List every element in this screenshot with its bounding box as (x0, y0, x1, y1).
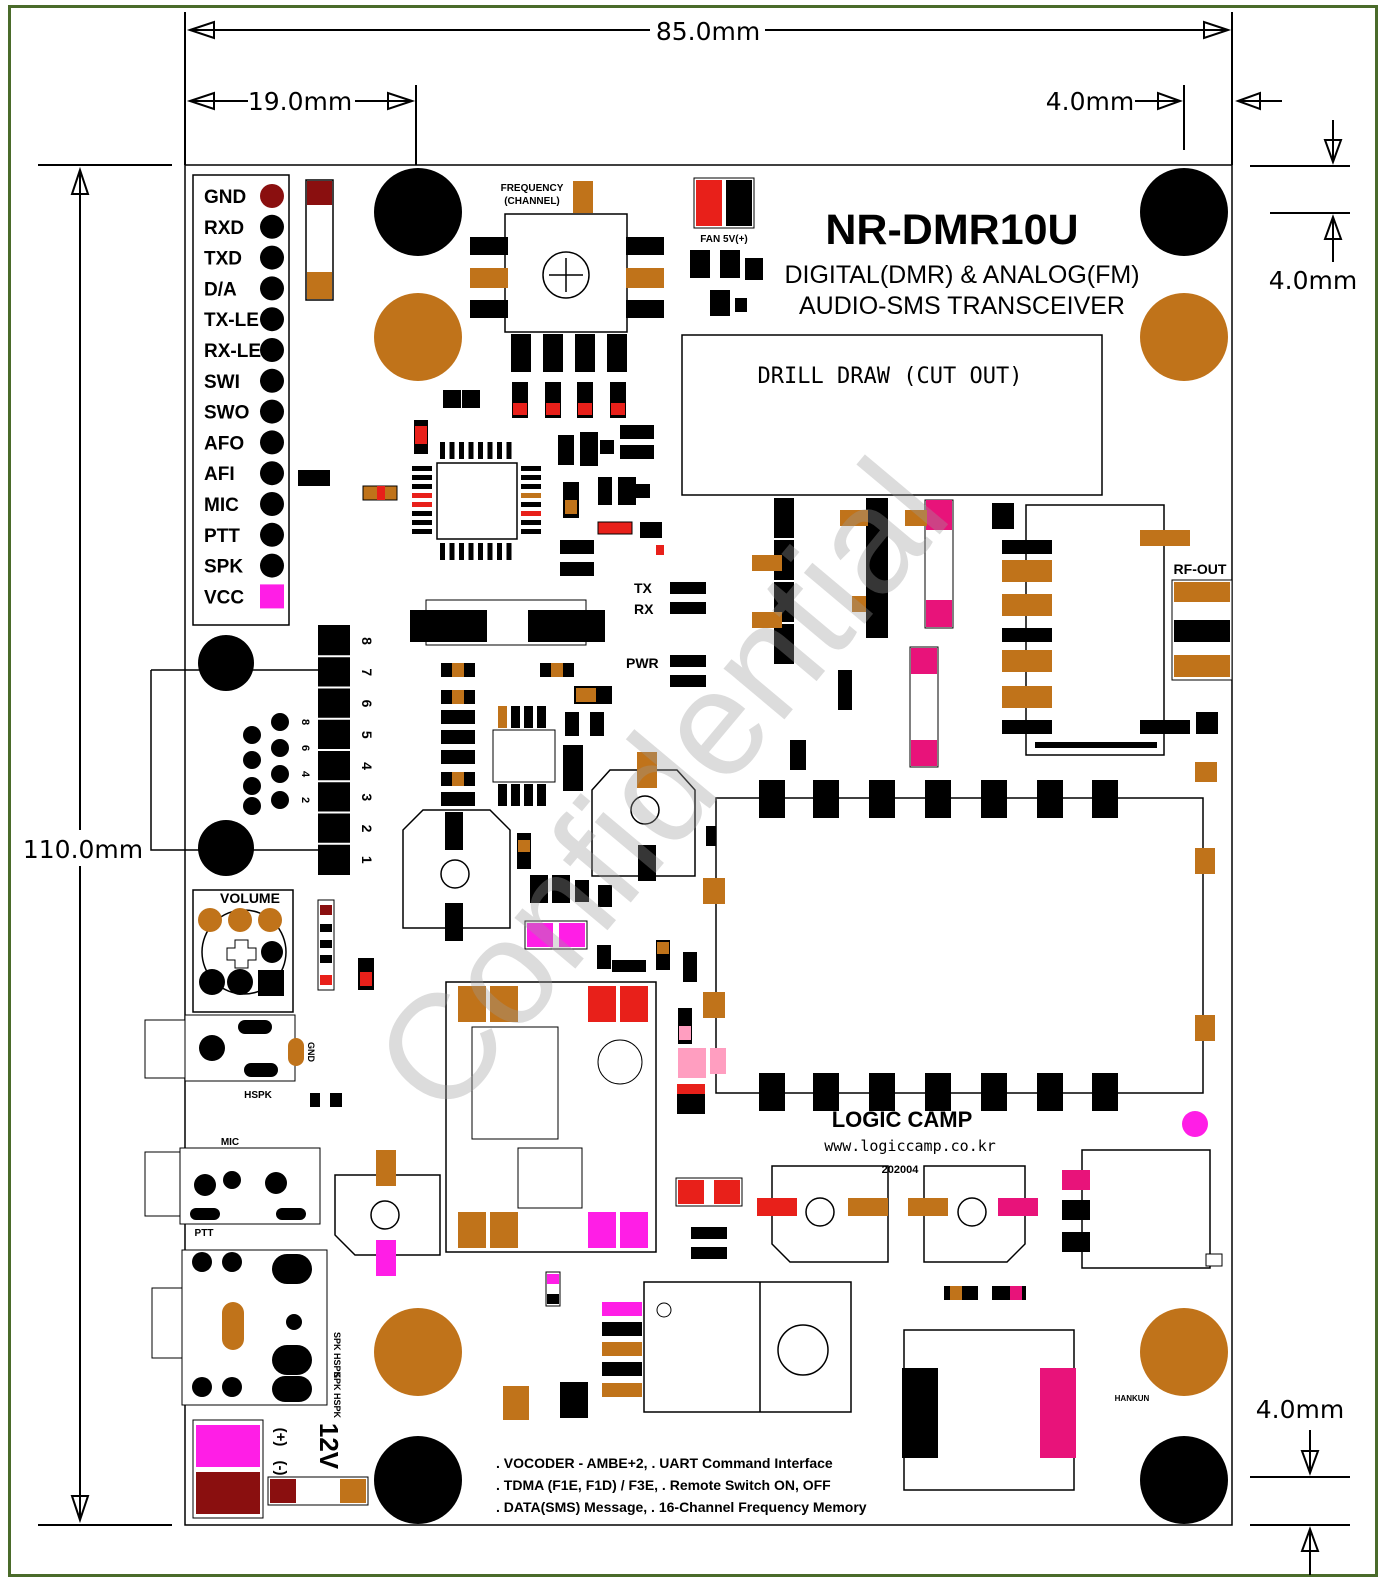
rx-label: RX (634, 601, 654, 617)
pin-pad (260, 492, 284, 516)
volume-label: VOLUME (220, 890, 280, 906)
rf-shield (715, 797, 1204, 1094)
fan-label: FAN 5V(+) (700, 234, 748, 245)
figure-frame (8, 5, 1378, 1577)
pin-dots (260, 184, 284, 609)
pin-pad (260, 184, 284, 208)
mic-label: MIC (221, 1137, 239, 1148)
pin-pad (260, 430, 284, 455)
drill-cutout-box (681, 334, 1103, 496)
ptt-label: PTT (195, 1228, 214, 1239)
connector-number: 2 (359, 825, 375, 833)
dim-top-margin-label: 4.0mm (1269, 266, 1357, 295)
dim-right-margin-label: 4.0mm (1046, 87, 1134, 116)
connector-number: 6 (359, 700, 375, 708)
mcu-chip (436, 462, 518, 540)
db9-number: 4 (299, 771, 311, 778)
pin-header-box (192, 174, 290, 626)
dim-left-offset-label: 19.0mm (248, 87, 352, 116)
power-12v-label: 12V (314, 1423, 344, 1470)
mounting-holes (374, 168, 1228, 1524)
brand-label: LOGIC CAMP (832, 1107, 973, 1132)
pin-pad (260, 584, 284, 609)
connector-number: 8 (359, 637, 375, 645)
frequency-label: FREQUENCY (501, 183, 564, 194)
pin-pad (260, 368, 284, 393)
pin-pad (260, 553, 284, 578)
gnd-small-label: GND (306, 1042, 316, 1063)
pin-label: RX-LE (204, 341, 261, 362)
date-label: 202004 (882, 1164, 920, 1176)
pin-label: TXD (204, 249, 242, 270)
pin-label: AFO (204, 433, 244, 454)
hankun-label: HANKUN (1115, 1394, 1150, 1403)
feature-line-1: . VOCODER - AMBE+2, . UART Command Inter… (496, 1455, 833, 1471)
spk-hspk-label-1: SPK HSPK (332, 1332, 342, 1379)
feature-line-2: . TDMA (F1E, F1D) / F3E, . Remote Switch… (496, 1477, 831, 1493)
relay (643, 1281, 852, 1413)
pin-pad (260, 399, 284, 424)
pin-pad (260, 307, 284, 332)
dim-width-label: 85.0mm (656, 17, 760, 46)
pin-label: GND (204, 187, 246, 208)
feature-list: . VOCODER - AMBE+2, . UART Command Inter… (496, 1455, 867, 1515)
pin-pad (260, 276, 284, 301)
pin-label: SWO (204, 403, 249, 424)
pin-pad (260, 522, 284, 547)
pin-pad (260, 461, 284, 486)
spk-hspk-label-2: SPK HSPK (332, 1372, 342, 1419)
pin-pad (260, 214, 284, 239)
channel-label: (CHANNEL) (504, 196, 560, 207)
pin-label: SWI (204, 372, 240, 393)
pin-label: VCC (204, 587, 244, 608)
pwr-label: PWR (626, 655, 659, 671)
hspk-label: HSPK (244, 1090, 273, 1101)
pin-label: PTT (204, 526, 240, 547)
board-title: NR-DMR10U (825, 206, 1078, 254)
connector-number: 3 (359, 793, 375, 801)
pin-label: SPK (204, 557, 243, 578)
pin-pad (260, 245, 284, 270)
pin-labels: GND RXD TXD D/A TX-LE RX-LE SWI SWO AFO AFI MIC PTT… (204, 187, 261, 608)
rf-out-label: RF-OUT (1174, 561, 1227, 577)
tx-label: TX (634, 580, 653, 596)
url-label: www.logiccamp.co.kr (824, 1137, 996, 1155)
connector-number: 7 (359, 668, 375, 676)
dim-bottom-margin-label: 4.0mm (1256, 1395, 1344, 1424)
pin-label: MIC (204, 495, 239, 516)
dimension-lines (38, 12, 1350, 1575)
feature-line-3: . DATA(SMS) Message, . 16-Channel Freque… (496, 1499, 867, 1515)
board-subtitle-1: DIGITAL(DMR) & ANALOG(FM) (784, 261, 1139, 289)
power-minus-label: (-) (272, 1461, 289, 1476)
dim-height-label: 110.0mm (23, 835, 143, 864)
connector-number: 1 (359, 856, 375, 864)
pin-label: TX-LE (204, 310, 259, 331)
db9-number: 6 (299, 745, 311, 751)
connector-number: 4 (359, 762, 375, 770)
board-subtitle-2: AUDIO-SMS TRANSCEIVER (799, 292, 1125, 320)
pin-label: D/A (204, 279, 237, 300)
pin-pad (260, 338, 284, 362)
pin-label: AFI (204, 464, 235, 485)
connector-number: 5 (359, 731, 375, 739)
db9-number: 2 (299, 797, 311, 803)
drill-label: DRILL DRAW (CUT OUT) (758, 364, 1023, 389)
power-plus-label: (+) (272, 1428, 289, 1447)
db9-number: 8 (299, 719, 311, 725)
pin-label: RXD (204, 218, 244, 239)
